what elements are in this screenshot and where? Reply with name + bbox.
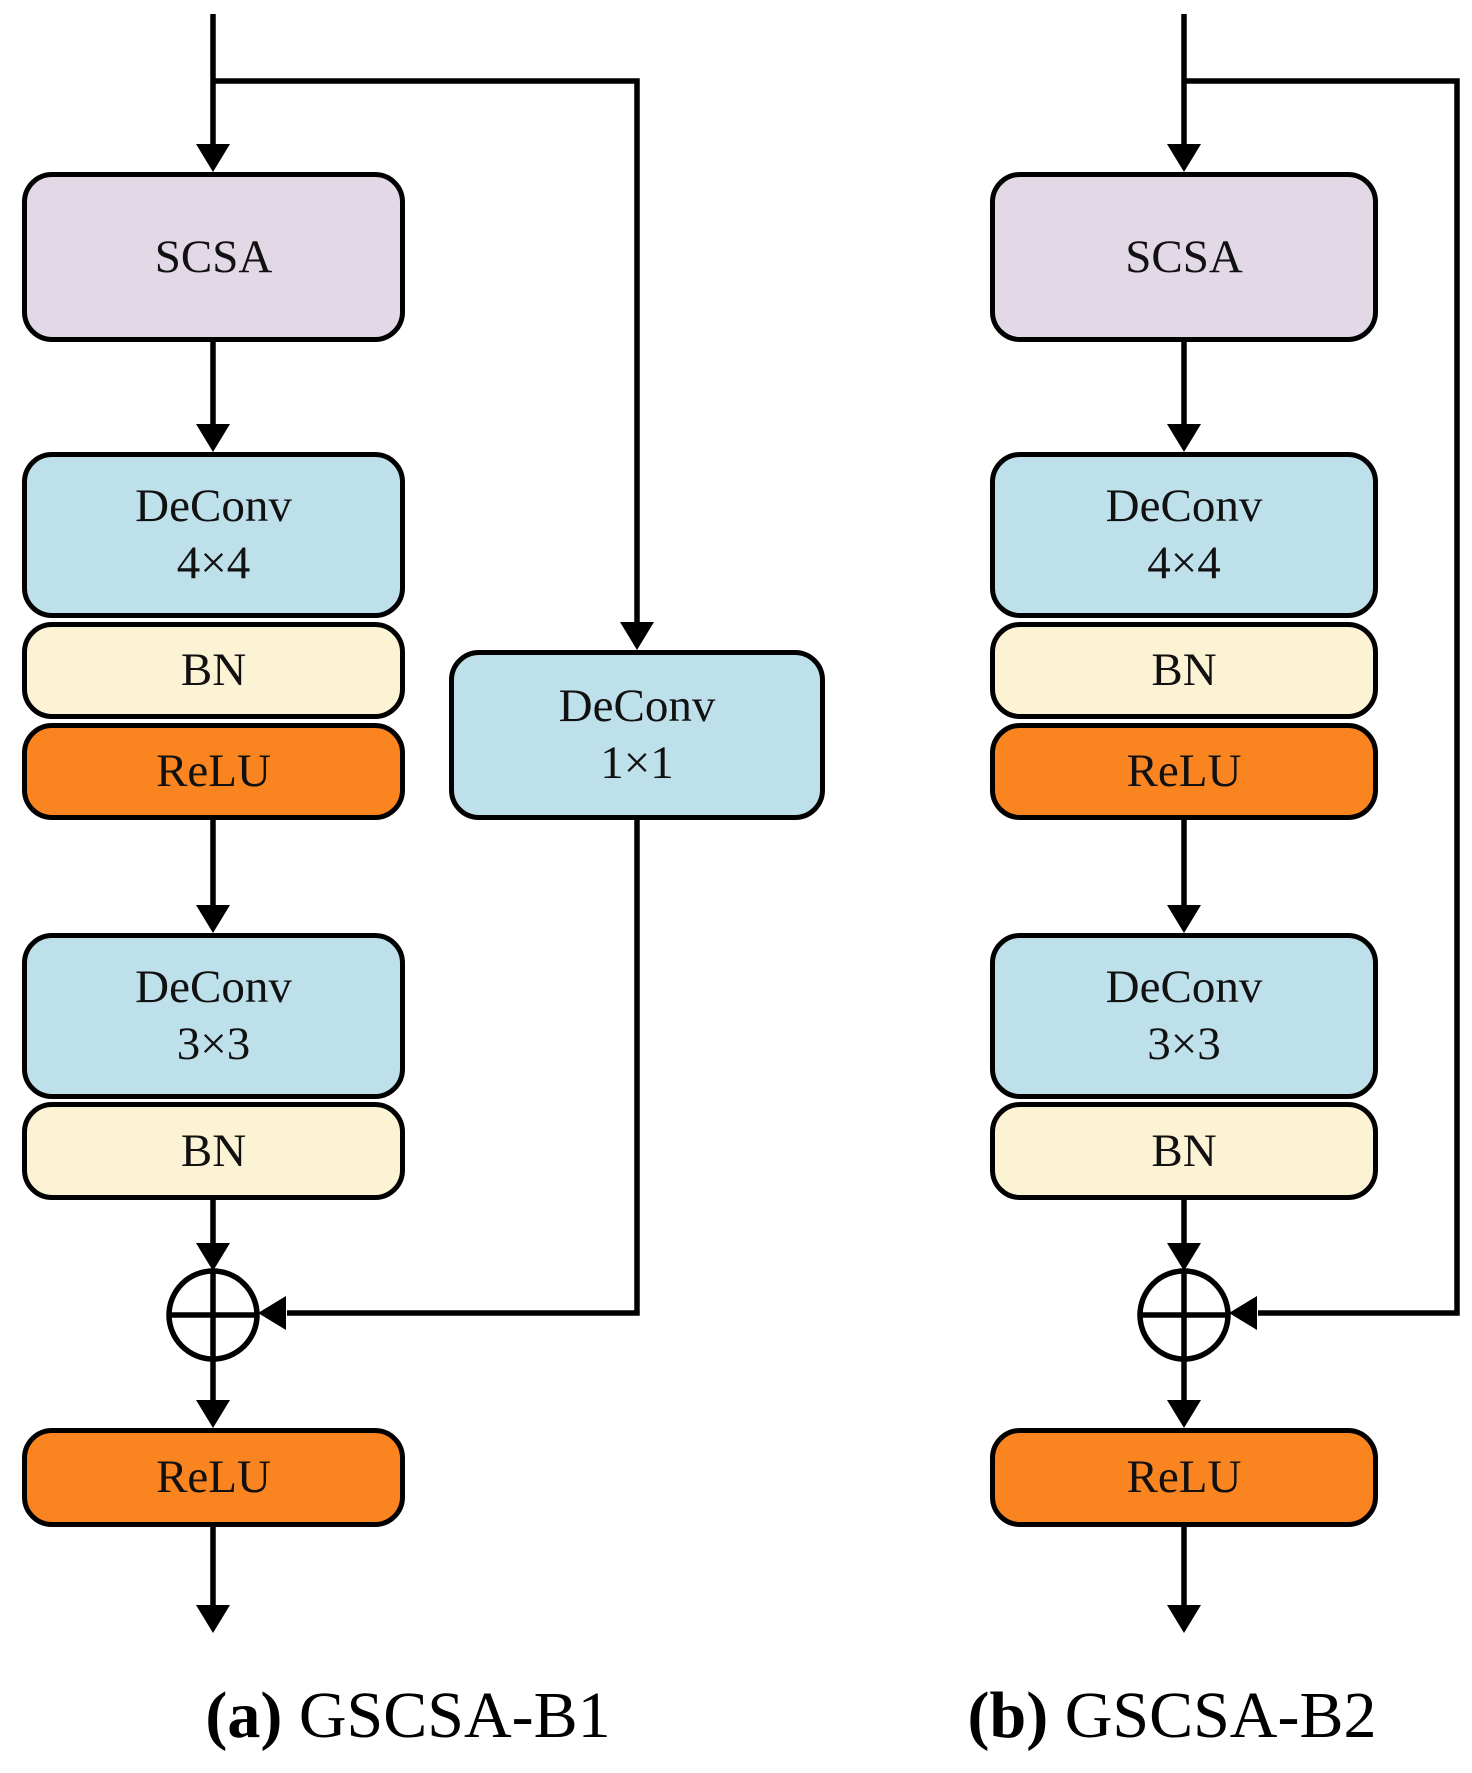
relu-label: ReLU xyxy=(1126,745,1242,797)
arrowhead-icon xyxy=(1167,1400,1201,1428)
arrowhead-icon xyxy=(1167,424,1201,452)
caption-b-label: (b) xyxy=(967,1679,1049,1752)
bn-label: BN xyxy=(180,1124,247,1177)
bn-block-b1: BN xyxy=(990,622,1378,719)
arrowhead-icon xyxy=(196,1400,230,1428)
arrowhead-icon xyxy=(258,1296,286,1330)
bn-block-a1: BN xyxy=(22,622,405,719)
bn-label: BN xyxy=(1151,644,1217,696)
scsa-label: SCSA xyxy=(154,230,273,283)
deconv-4x4-block-b: DeConv 4×4 xyxy=(990,452,1378,618)
deconv-1x1-block-a: DeConv 1×1 xyxy=(449,650,825,820)
arrowhead-icon xyxy=(196,1605,230,1633)
bn-block-b2: BN xyxy=(990,1102,1378,1200)
deconv-3x3-block-a: DeConv 3×3 xyxy=(22,933,405,1099)
kernel-size-label: 3×3 xyxy=(1147,1018,1221,1070)
bn-block-a2: BN xyxy=(22,1102,405,1200)
arrowhead-icon xyxy=(620,622,654,650)
kernel-size-label: 3×3 xyxy=(176,1018,251,1070)
arrowhead-icon xyxy=(1167,144,1201,172)
scsa-label: SCSA xyxy=(1125,230,1243,283)
arrowhead-icon xyxy=(196,905,230,933)
caption-b: (b) GSCSA-B2 xyxy=(968,1678,1377,1754)
skip-branch-b xyxy=(1184,78,1460,1316)
deconv-label: DeConv xyxy=(135,480,292,532)
scsa-block-b: SCSA xyxy=(990,172,1378,342)
skip-to-sum-a xyxy=(287,820,640,1316)
bn-label: BN xyxy=(1151,1124,1217,1177)
arrowhead-icon xyxy=(1167,905,1201,933)
relu-block-a2: ReLU xyxy=(22,1428,405,1527)
deconv-label: DeConv xyxy=(1105,961,1263,1013)
relu-block-b2: ReLU xyxy=(990,1428,1378,1527)
relu-block-a1: ReLU xyxy=(22,723,405,820)
arrowhead-icon xyxy=(196,424,230,452)
deconv-3x3-block-b: DeConv 3×3 xyxy=(990,933,1378,1099)
skip-branch-a xyxy=(213,78,640,624)
deconv-label: DeConv xyxy=(558,680,716,732)
kernel-size-label: 1×1 xyxy=(600,737,674,789)
arrowhead-icon xyxy=(196,144,230,172)
caption-b-title: GSCSA-B2 xyxy=(1048,1679,1377,1752)
arrowhead-icon xyxy=(1167,1243,1201,1271)
relu-label: ReLU xyxy=(156,1451,271,1503)
caption-a-label: (a) xyxy=(205,1679,283,1752)
kernel-size-label: 4×4 xyxy=(1147,537,1221,589)
arrowhead-icon xyxy=(1229,1296,1257,1330)
deconv-4x4-block-a: DeConv 4×4 xyxy=(22,452,405,618)
relu-label: ReLU xyxy=(1126,1451,1242,1503)
relu-block-b1: ReLU xyxy=(990,723,1378,820)
caption-a-title: GSCSA-B1 xyxy=(282,1679,611,1752)
relu-label: ReLU xyxy=(156,745,271,797)
arrowhead-icon xyxy=(1167,1605,1201,1633)
arrowhead-icon xyxy=(196,1243,230,1271)
kernel-size-label: 4×4 xyxy=(176,537,251,589)
deconv-label: DeConv xyxy=(1105,480,1263,532)
bn-label: BN xyxy=(180,644,247,696)
caption-a: (a) GSCSA-B1 xyxy=(205,1678,610,1754)
deconv-label: DeConv xyxy=(135,961,292,1013)
scsa-block-a: SCSA xyxy=(22,172,405,342)
